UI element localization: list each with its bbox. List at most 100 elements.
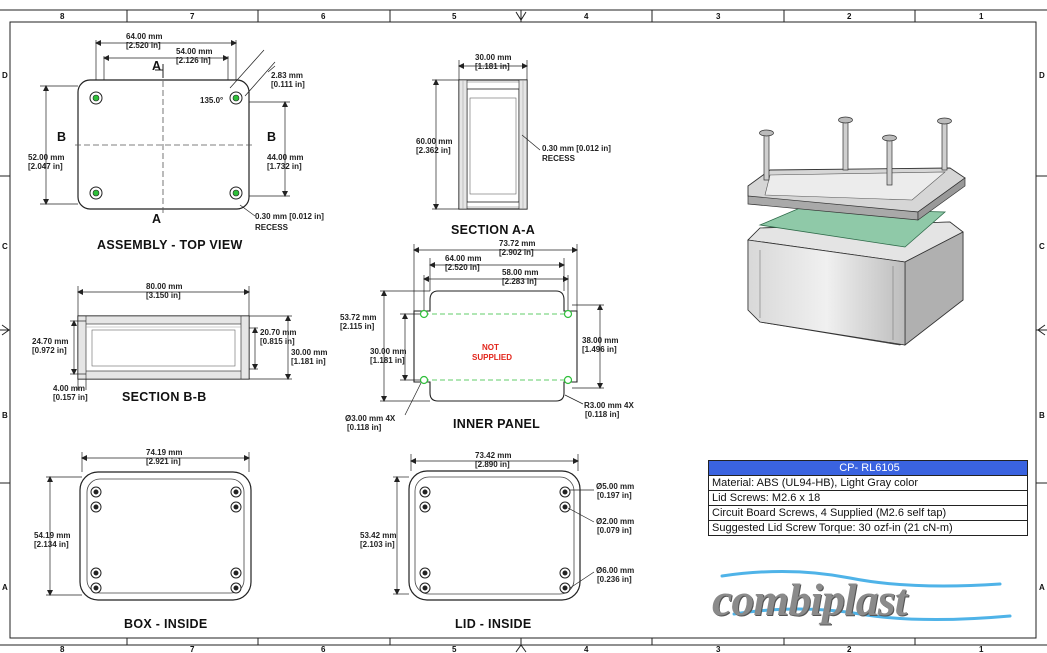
dim-box-height-in: [2.134 in] [34, 540, 69, 549]
dim-aa-height: 60.00 mm [416, 137, 452, 146]
dim-panel-holes-in: [2.283 in] [502, 277, 537, 286]
panel-note-1: NOT [482, 343, 499, 352]
exploded-3d-view [747, 116, 966, 346]
title-section-bb: SECTION B-B [122, 390, 207, 404]
spec-torque: Suggested Lid Screw Torque: 30 ozf-in (2… [709, 520, 1027, 535]
title-section-aa: SECTION A-A [451, 223, 535, 237]
dim-chamfer-in: [0.111 in] [271, 80, 305, 89]
dim-bb-inner: 20.70 mm [260, 328, 296, 337]
zone-labels-side: D C B A D C B A [2, 71, 1045, 592]
zone-row-b-right: B [1039, 411, 1045, 420]
dim-aa-width: 30.00 mm [475, 53, 511, 62]
dim-panel-hole-h: 30.00 mm [370, 347, 406, 356]
zone-col-2-bottom: 2 [847, 645, 852, 653]
dim-box-height: 54.19 mm [34, 531, 70, 540]
view-lid-inside: 73.42 mm [2.890 in] 53.42 mm [2.103 in] … [360, 451, 634, 631]
view-inner-panel: NOT SUPPLIED 73.72 mm [2.902 in] 64.00 m… [340, 239, 634, 432]
dim-bb-left: 24.70 mm [32, 337, 68, 346]
dim-top-width: 64.00 mm [126, 32, 162, 41]
zone-col-2: 2 [847, 12, 852, 21]
zone-col-8-bottom: 8 [60, 645, 65, 653]
dim-lid-width-in: [2.890 in] [475, 460, 510, 469]
zone-col-5: 5 [452, 12, 457, 21]
dim-aa-recess: 0.30 mm [0.012 in] [542, 144, 611, 153]
panel-holes [419, 309, 573, 385]
zone-col-6: 6 [321, 12, 326, 21]
dim-top-holes-in: [2.126 in] [176, 56, 211, 65]
dim-top-hole-h-in: [1.732 in] [267, 162, 302, 171]
dim-lid-d1: Ø5.00 mm [596, 482, 634, 491]
spec-table: CP- RL6105 Material: ABS (UL94-HB), Ligh… [708, 460, 1028, 536]
sec-b-label-left: B [57, 130, 66, 144]
dim-bb-width: 80.00 mm [146, 282, 182, 291]
dim-box-width: 74.19 mm [146, 448, 182, 457]
dim-top-hole-h: 44.00 mm [267, 153, 303, 162]
zone-row-c: C [2, 242, 8, 251]
dim-aa-recess-note: RECESS [542, 154, 576, 163]
dim-bb-inner-in: [0.815 in] [260, 337, 295, 346]
box-bosses [90, 486, 242, 594]
combiplast-logo: combiplast [712, 555, 1027, 630]
center-marks [1, 11, 1046, 653]
view-box-inside: 74.19 mm [2.921 in] 54.19 mm [2.134 in] … [34, 448, 252, 631]
dim-lid-height: 53.42 mm [360, 531, 396, 540]
zone-labels-top: 8 7 6 5 4 3 2 1 [60, 12, 984, 21]
dim-top-width-in: [2.520 in] [126, 41, 161, 50]
dim-top-recess: 0.30 mm [0.012 in] [255, 212, 324, 221]
dim-lid-d1-in: [0.197 in] [597, 491, 632, 500]
zone-col-5-bottom: 5 [452, 645, 457, 653]
lid-screw-holes [89, 91, 243, 200]
sec-b-label-right: B [267, 130, 276, 144]
title-assembly-top: ASSEMBLY - TOP VIEW [97, 238, 243, 252]
zone-col-4: 4 [584, 12, 589, 21]
dim-top-recess-note: RECESS [255, 223, 289, 232]
dim-lid-d2-in: [0.079 in] [597, 526, 632, 535]
dim-bb-width-in: [3.150 in] [146, 291, 181, 300]
logo-text: combiplast [712, 574, 907, 625]
lid-bosses [419, 486, 571, 594]
dim-panel-mid: 64.00 mm [445, 254, 481, 263]
title-box-inside: BOX - INSIDE [124, 617, 207, 631]
dim-panel-mid-in: [2.520 in] [445, 263, 480, 272]
zone-row-c-right: C [1039, 242, 1045, 251]
zone-col-4-bottom: 4 [584, 645, 589, 653]
zone-col-1-bottom: 1 [979, 645, 984, 653]
view-assembly-top: A A B B 64.00 mm [2.520 in] 54.00 mm [2.… [28, 32, 324, 252]
dim-aa-width-in: [1.181 in] [475, 62, 510, 71]
dim-bb-wall-in: [0.157 in] [53, 393, 88, 402]
panel-note-2: SUPPLIED [472, 353, 512, 362]
dim-panel-height: 53.72 mm [340, 313, 376, 322]
logo-waves [720, 569, 1012, 622]
dim-top-height-in: [2.047 in] [28, 162, 63, 171]
dim-panel-radius-in: [0.118 in] [585, 410, 620, 419]
spec-material: Material: ABS (UL94-HB), Light Gray colo… [709, 475, 1027, 490]
dim-chamfer: 2.83 mm [271, 71, 303, 80]
dim-panel-hole-h-in: [1.181 in] [370, 356, 405, 365]
spec-header: CP- RL6105 [709, 461, 1027, 475]
zone-row-a-right: A [1039, 583, 1045, 592]
zone-row-a: A [2, 583, 8, 592]
title-inner-panel: INNER PANEL [453, 417, 540, 431]
dim-top-holes: 54.00 mm [176, 47, 212, 56]
spec-lid-screws: Lid Screws: M2.6 x 18 [709, 490, 1027, 505]
dim-box-width-in: [2.921 in] [146, 457, 181, 466]
dim-angle: 135.0° [200, 96, 223, 105]
dim-bb-left-in: [0.972 in] [32, 346, 67, 355]
sec-a-label-top: A [152, 59, 161, 73]
top-outline [77, 79, 250, 210]
dim-top-height: 52.00 mm [28, 153, 64, 162]
zone-col-6-bottom: 6 [321, 645, 326, 653]
lid-screws [759, 116, 952, 186]
zone-row-d: D [2, 71, 8, 80]
dim-bb-outer: 30.00 mm [291, 348, 327, 357]
dim-panel-holes: 58.00 mm [502, 268, 538, 277]
zone-col-3-bottom: 3 [716, 645, 721, 653]
zone-col-7: 7 [190, 12, 195, 21]
dim-panel-hole-in: [0.118 in] [347, 423, 382, 432]
dim-lid-d3-in: [0.236 in] [597, 575, 632, 584]
view-section-aa: 30.00 mm [1.181 in] 60.00 mm [2.362 in] … [416, 53, 611, 237]
dim-lid-width: 73.42 mm [475, 451, 511, 460]
zone-col-8: 8 [60, 12, 65, 21]
zone-col-7-bottom: 7 [190, 645, 195, 653]
